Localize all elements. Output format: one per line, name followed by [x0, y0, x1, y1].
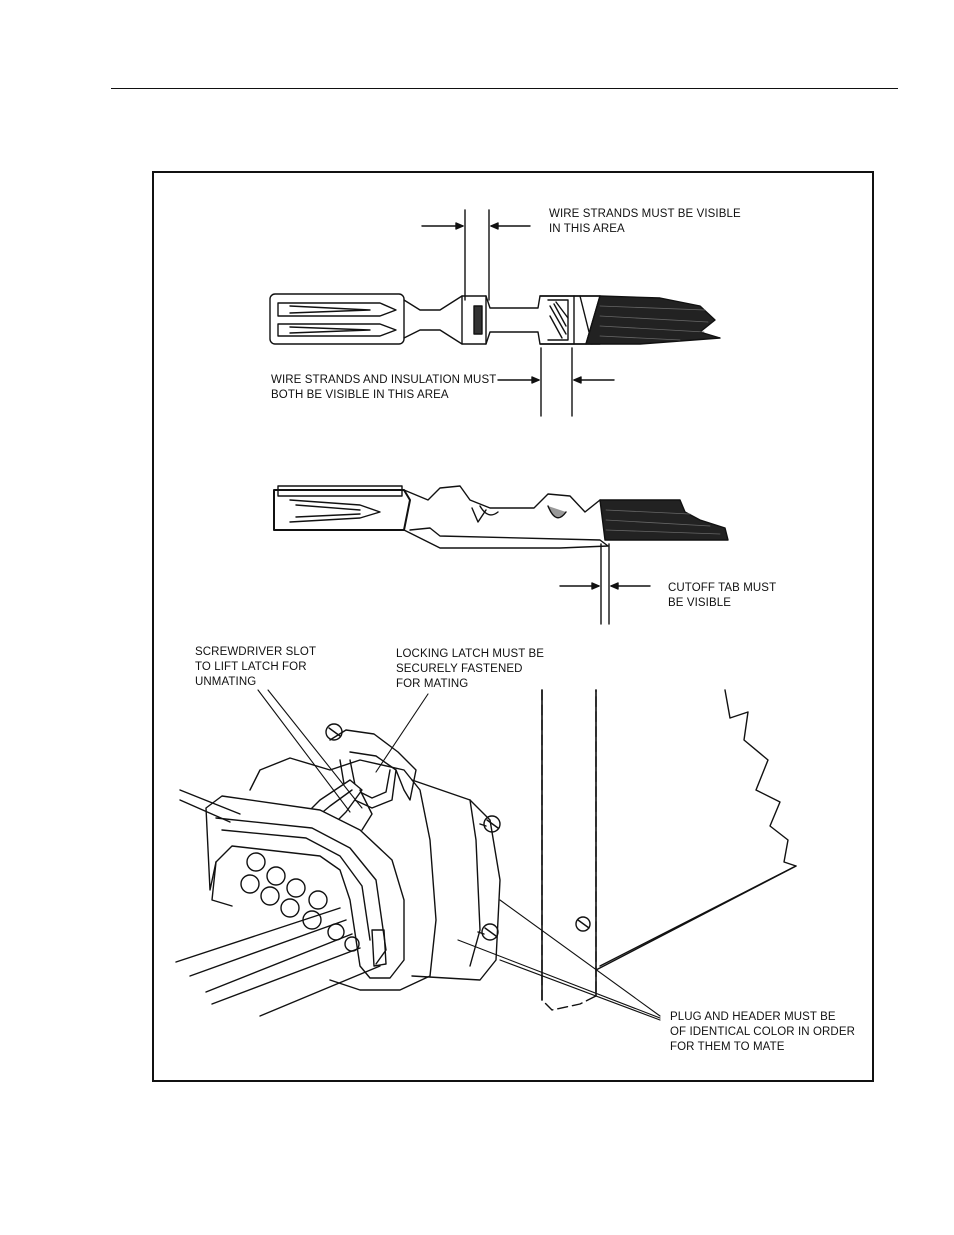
connector-assembly [176, 690, 796, 1016]
terminal-cutoff-view [274, 486, 728, 624]
label-wire-strands-visible: WIRE STRANDS MUST BE VISIBLE IN THIS ARE… [549, 207, 741, 237]
label-strands-and-insulation: WIRE STRANDS AND INSULATION MUST BOTH BE… [271, 373, 496, 403]
label-cutoff-tab: CUTOFF TAB MUST BE VISIBLE [668, 581, 776, 611]
label-plug-header-color: PLUG AND HEADER MUST BE OF IDENTICAL COL… [670, 1010, 855, 1055]
label-screwdriver-slot: SCREWDRIVER SLOT TO LIFT LATCH FOR UNMAT… [195, 645, 316, 690]
label-locking-latch: LOCKING LATCH MUST BE SECURELY FASTENED … [396, 647, 544, 692]
